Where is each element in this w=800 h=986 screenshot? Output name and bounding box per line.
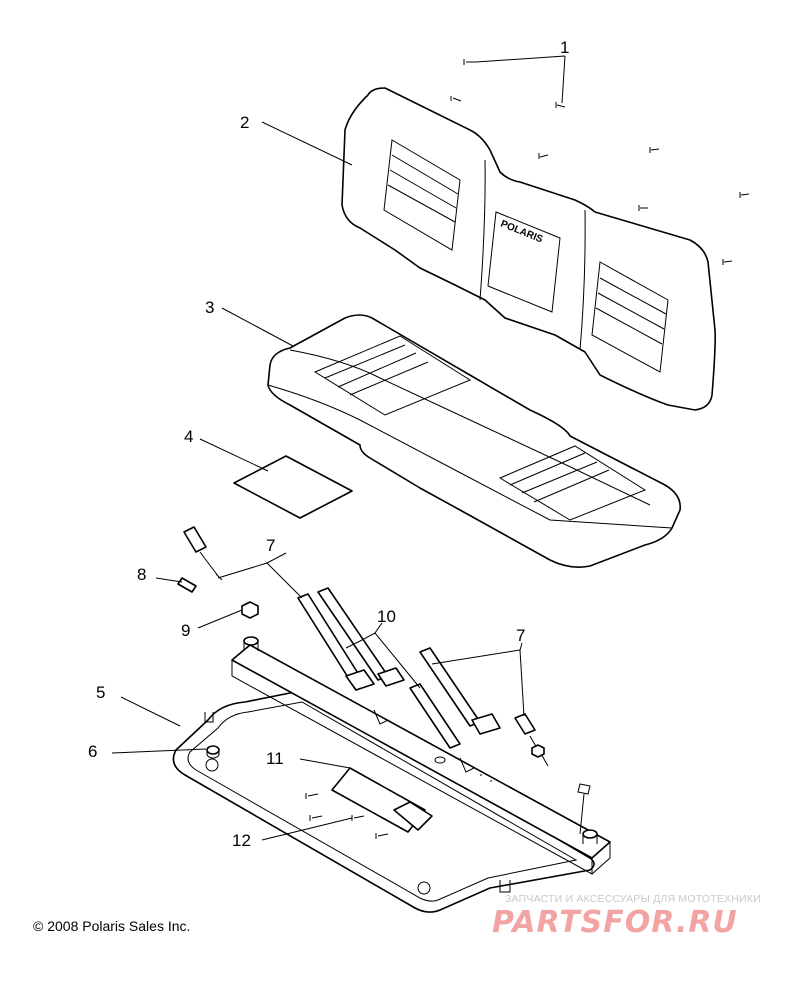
- watermark-logo: PARTSFOR.RU: [492, 905, 738, 940]
- leader-lines: [111, 55, 566, 841]
- watermark-tagline: ЗАПЧАСТИ И АКСЕССУАРЫ ДЛЯ МОТОТЕХНИКИ: [505, 893, 761, 905]
- callout-12: 12: [232, 831, 251, 850]
- callout-1: 1: [560, 38, 569, 57]
- handle-assembly: [305, 767, 433, 839]
- label-sheet: [233, 455, 353, 519]
- callout-4: 4: [184, 427, 193, 446]
- callout-9: 9: [181, 621, 190, 640]
- callout-2: 2: [240, 113, 249, 132]
- seat-belts: [183, 526, 549, 767]
- support-bar: [231, 636, 611, 875]
- nuts: [241, 601, 545, 758]
- grommet: [206, 745, 220, 759]
- copyright-notice: © 2008 Polaris Sales Inc.: [33, 918, 191, 934]
- callout-11: 11: [266, 749, 284, 768]
- callouts: 1 2 3 4 5 6 7 7 8 9 10 11 12: [88, 38, 569, 850]
- callout-5: 5: [96, 683, 105, 702]
- callout-8: 8: [137, 565, 146, 584]
- screws: [450, 59, 750, 265]
- callout-6: 6: [88, 742, 97, 761]
- callout-7a: 7: [266, 536, 275, 555]
- seat-back: POLARIS: [341, 87, 716, 411]
- seat-cushion: [267, 314, 682, 568]
- callout-7b: 7: [516, 626, 525, 645]
- callout-3: 3: [205, 298, 214, 317]
- callout-10: 10: [377, 607, 396, 626]
